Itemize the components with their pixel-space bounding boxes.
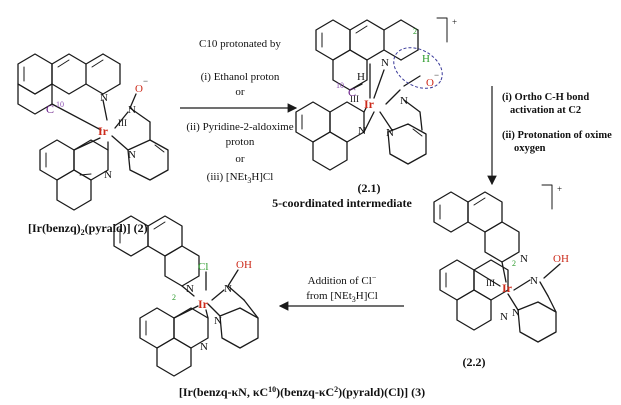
arrow1-opt2b: proton	[226, 136, 255, 148]
arrow3-line1: Addition of Cl−	[308, 273, 377, 287]
c10-locant: 10	[56, 100, 64, 109]
oh-group: OH	[553, 253, 569, 265]
ir-atom: Ir	[502, 281, 513, 295]
n-atom: N	[358, 125, 366, 137]
n-atom: N	[381, 57, 389, 69]
c2-locant: 2	[172, 293, 176, 302]
n-atom: N	[530, 275, 538, 287]
arrow2-line2: activation at C2	[510, 105, 581, 116]
arrow1-opt1: (i) Ethanol proton	[201, 71, 280, 83]
intermediate-2-1-structure	[295, 19, 443, 171]
intermediate-2-2-label: (2.2)	[463, 355, 486, 369]
arrow1-or2: or	[235, 153, 245, 165]
n-atom: N	[512, 307, 520, 319]
n-atom: N	[224, 283, 232, 295]
n-atom: N	[128, 149, 136, 161]
arrow1-title: C10 protonated by	[199, 38, 281, 50]
cl-atom: Cl	[198, 261, 208, 273]
h-atom-green: H	[422, 53, 430, 65]
compound-2-structure	[17, 53, 169, 211]
n-atom: N	[400, 95, 408, 107]
arrow2-line3: (ii) Protonation of oxime	[502, 130, 612, 141]
charge-2-2: +	[557, 184, 562, 194]
arrow2-line1: (i) Ortho C-H bond	[502, 92, 589, 103]
bracket-2-2	[541, 184, 553, 210]
o-charge: −	[434, 70, 439, 80]
ir-atom: Ir	[364, 97, 375, 111]
c-atom: C	[46, 102, 54, 116]
intermediate-2-2-structure	[433, 191, 561, 343]
h-atom: H	[357, 71, 365, 83]
n-atom: N	[200, 341, 208, 353]
compound-3-name: [Ir(benzq-κN, κC10)(benzq-κC2)(pyrald)(C…	[179, 385, 425, 399]
compound-2-name: [Ir(benzq)2(pyrald)] (2)	[28, 221, 148, 237]
arrow2-line4: oxygen	[514, 143, 546, 154]
n-atom: N	[214, 315, 222, 327]
compound-3-structure	[113, 215, 259, 377]
oxidation-state: III	[350, 94, 359, 104]
ir-atom: Ir	[98, 124, 109, 138]
o-atom: O	[135, 83, 143, 95]
oh-group: OH	[236, 259, 252, 271]
ir-atom: Ir	[198, 297, 209, 311]
c-atom: C	[348, 85, 356, 99]
n-atom: N	[128, 104, 136, 116]
n-atom: N	[104, 169, 112, 181]
c2-locant: 2	[512, 259, 516, 268]
charge-2-1: +	[452, 17, 457, 27]
o-atom: O	[426, 77, 434, 89]
o-charge: −	[143, 76, 148, 86]
n-atom: N	[520, 253, 528, 265]
n-atom: N	[386, 127, 394, 139]
bracket-2-1	[436, 17, 448, 43]
c2-locant: 2	[413, 27, 417, 36]
arrow3-line2: from [NEt3H]Cl	[306, 290, 378, 304]
arrow1-opt2: (ii) Pyridine-2-aldoxime	[186, 121, 293, 133]
arrow1-or1: or	[235, 86, 245, 98]
n-atom: N	[100, 92, 108, 104]
oxidation-state: III	[118, 118, 127, 128]
intermediate-2-1-caption: 5-coordinated intermediate	[272, 196, 412, 210]
n-atom: N	[186, 283, 194, 295]
intermediate-2-1-label: (2.1)	[358, 181, 381, 195]
arrow1-opt3: (iii) [NEt3H]Cl	[207, 171, 274, 185]
n-atom: N	[500, 311, 508, 323]
oxidation-state: III	[486, 278, 495, 288]
c10-locant: 10	[336, 81, 344, 90]
